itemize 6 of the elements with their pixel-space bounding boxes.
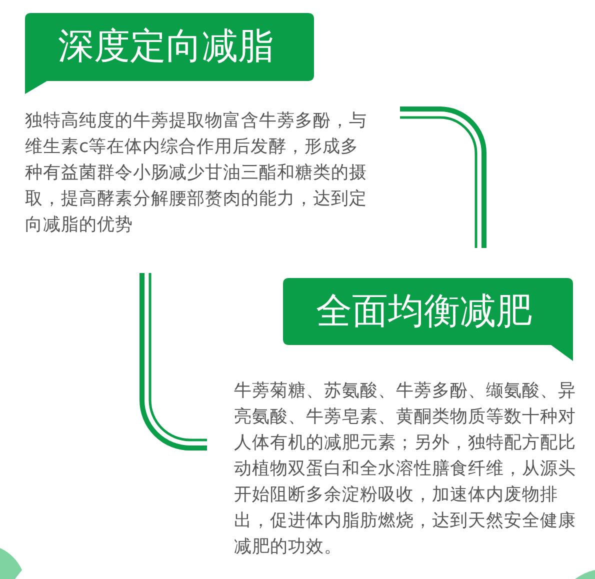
- speech-bubble: [283, 278, 573, 361]
- heading: 深度定向减脂: [58, 27, 274, 67]
- heading: 全面均衡减肥: [316, 292, 532, 332]
- body-text: 独特高纯度的牛蒡提取物富含牛蒡多酚，与维生素c等在体内综合作用后发酵，形成多种有益菌群令小肠减少甘油三酯和糖类的摄取，提高酵素分解腰部赘肉的能力，达到定向减脂的优势: [25, 110, 368, 237]
- body-text: 牛蒡菊糖、苏氨酸、牛蒡多酚、缬氨酸、异亮氨酸、牛蒡皂素、黄酮类物质等数十种对人体有机的减肥元素；另外，独特配方配比动植物双蛋白和全水溶性膳食纤维，从源头开始阻断多余淀粉吸收，加速体内废物排出，促进体内脂肪燃烧，达到天然安全健康减肥的功效。: [234, 380, 577, 559]
- speech-bubble: [25, 13, 314, 94]
